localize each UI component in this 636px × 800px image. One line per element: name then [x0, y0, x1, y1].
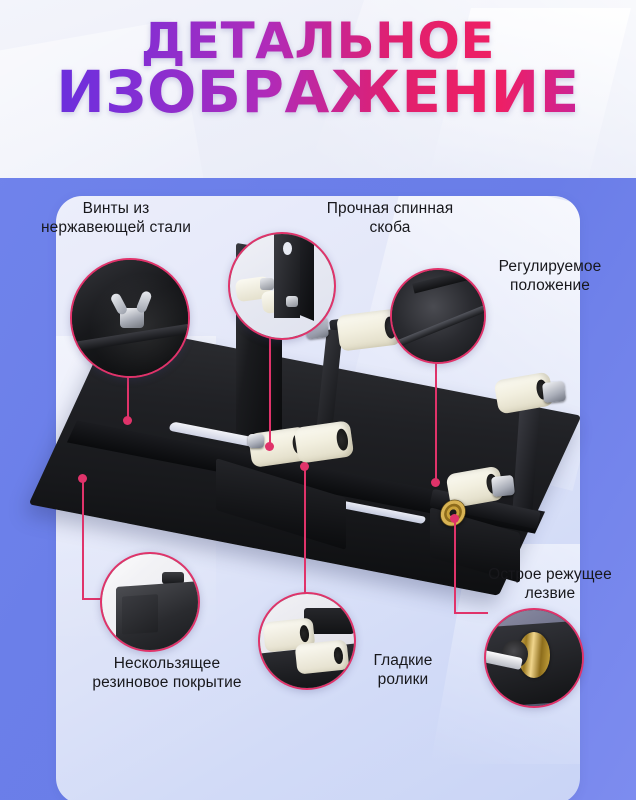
title-line-1: ДЕТАЛЬНОЕ — [0, 16, 636, 67]
connector-line-bracket — [269, 336, 271, 446]
bracket-bolt-a — [260, 278, 274, 290]
connector-dot-bracket — [265, 442, 274, 451]
callout-bubble-cutting-blade[interactable] — [484, 608, 584, 708]
adjust-rail-slot — [392, 297, 484, 354]
connector-dot-rollers — [300, 462, 309, 471]
callout-label-adjustable-position: Регулируемое положение — [498, 258, 602, 294]
connector-line-rollers — [304, 466, 306, 594]
callout-label-stainless-screws: Винты из нержавеющей стали — [41, 200, 191, 236]
connector-line-rubber-vert — [82, 478, 84, 600]
bracket-bolt-b — [286, 296, 298, 307]
title-line-2: ИЗОБРАЖЕНИЕ — [0, 62, 636, 122]
callout-label-rubber-coating: Нескользящее резиновое покрытие — [92, 655, 242, 691]
callout-bubble-back-bracket[interactable] — [228, 232, 336, 340]
callout-photo-smooth-rollers — [260, 594, 354, 688]
callout-photo-cutting-blade — [486, 610, 582, 706]
callout-bubble-smooth-rollers[interactable] — [258, 592, 356, 690]
callout-bubble-stainless-screws[interactable] — [70, 258, 190, 378]
connector-line-blade-horz — [454, 612, 488, 614]
callout-bubble-rubber-coating[interactable] — [100, 552, 200, 652]
callout-photo-back-bracket — [230, 234, 334, 338]
rubber-clip — [162, 572, 184, 584]
connector-dot-rubber — [78, 474, 87, 483]
bracket-side-plate — [300, 234, 314, 321]
callout-label-back-bracket: Прочная спинная скоба — [326, 200, 454, 236]
callout-photo-stainless-screws — [72, 260, 188, 376]
callout-label-cutting-blade: Острое режущее лезвие — [488, 566, 612, 602]
header-band — [0, 0, 636, 178]
connector-dot-blade — [450, 514, 459, 523]
callout-photo-rubber-coating — [102, 554, 198, 650]
wing-nut-icon — [120, 308, 144, 328]
callout-photo-adjustable-position — [392, 270, 484, 362]
connector-line-screws — [127, 374, 129, 420]
connector-dot-adjust — [431, 478, 440, 487]
rubber-foot-pad — [116, 580, 198, 650]
callout-label-smooth-rollers: Гладкие ролики — [373, 652, 433, 688]
connector-dot-screws — [123, 416, 132, 425]
connector-line-adjust — [435, 360, 437, 482]
page-title: ДЕТАЛЬНОЕ ИЗОБРАЖЕНИЕ — [0, 16, 636, 122]
callout-bubble-adjustable-position[interactable] — [390, 268, 486, 364]
connector-line-rubber-horz — [82, 598, 106, 600]
connector-line-blade-vert — [454, 518, 456, 614]
